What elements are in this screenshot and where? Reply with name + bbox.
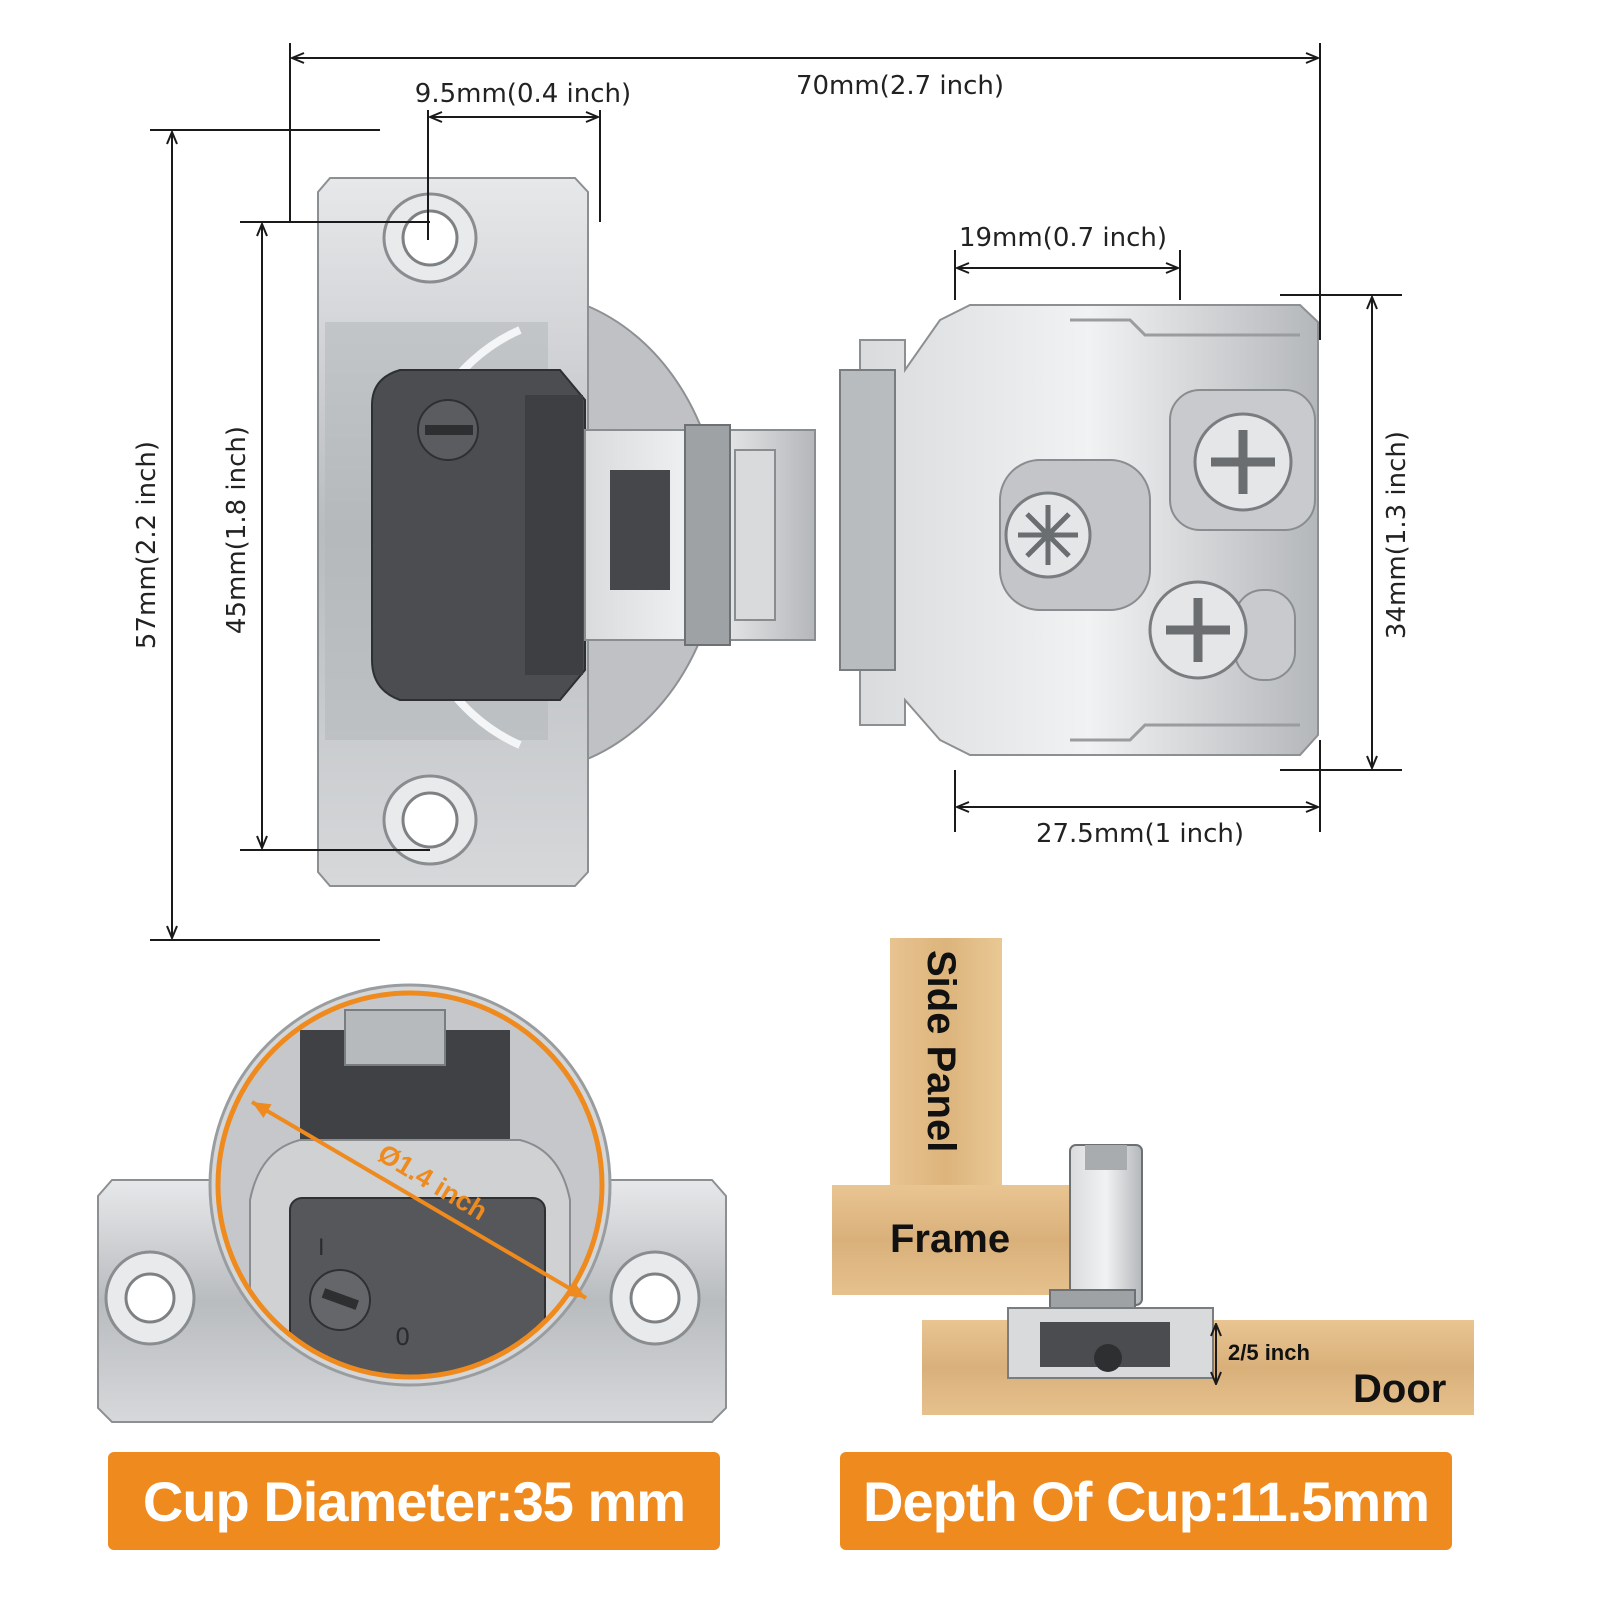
dim-arm-bottom-width: 27.5mm(1 inch)	[1036, 819, 1244, 849]
side-panel-board	[890, 938, 1002, 1188]
knob-mark-bottom: 0	[395, 1323, 410, 1351]
install-diagram: Side Panel Frame Door 2/5 inch	[832, 938, 1474, 1415]
depth-note-label: 2/5 inch	[1228, 1340, 1310, 1365]
dim-hole-spacing: 45mm(1.8 inch)	[222, 426, 252, 634]
dim-arm-top-width: 19mm(0.7 inch)	[959, 223, 1167, 253]
hinge-top-view	[317, 177, 1319, 887]
knob-mark-top: I	[318, 1236, 325, 1261]
dim-arm-height: 34mm(1.3 inch)	[1382, 431, 1412, 639]
cup-diameter-badge-text: Cup Diameter:35 mm	[142, 1469, 686, 1533]
frame-board	[832, 1185, 1072, 1295]
frame-label: Frame	[890, 1217, 1010, 1261]
screw-left-icon	[1004, 491, 1092, 579]
cup-diameter-arrow	[250, 1100, 588, 1300]
dim-hole-offset: 9.5mm(0.4 inch)	[415, 79, 631, 109]
plate-hole-left-icon	[104, 1250, 196, 1346]
cup-diameter-badge: Cup Diameter:35 mm	[108, 1452, 720, 1550]
screw-top-right-icon	[1193, 412, 1293, 512]
door-label: Door	[1353, 1367, 1446, 1411]
cup-depth-badge-text: Depth Of Cup:11.5mm	[863, 1469, 1430, 1533]
side-panel-label: Side Panel	[919, 950, 963, 1152]
dimension-lines	[150, 43, 1402, 941]
cup-closeup: I 0 Ø1.4 inch	[97, 983, 727, 1423]
dim-plate-height: 57mm(2.2 inch)	[132, 441, 162, 649]
dimension-labels: 70mm(2.7 inch) 9.5mm(0.4 inch) 57mm(2.2 …	[132, 71, 1412, 849]
cup-depth-badge: Depth Of Cup:11.5mm	[840, 1452, 1452, 1550]
dim-overall-width: 70mm(2.7 inch)	[796, 71, 1004, 101]
screw-bottom-icon	[1148, 580, 1248, 680]
plate-hole-right-icon	[609, 1250, 701, 1346]
cup-highlight-ring	[215, 990, 605, 1380]
